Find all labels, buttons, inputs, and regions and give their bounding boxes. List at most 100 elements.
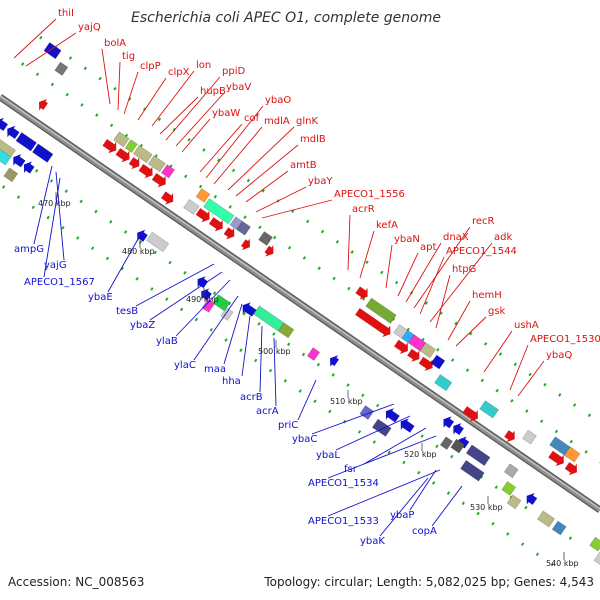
gene-label-tesb[interactable]: tesB — [116, 306, 138, 317]
gene-label-ybaw[interactable]: ybaW — [212, 108, 240, 119]
gene-label-ampg[interactable]: ampG — [14, 244, 44, 255]
gene-block[interactable] — [277, 322, 295, 339]
gene-block[interactable] — [419, 342, 437, 359]
gene-label-gsk[interactable]: gsk — [488, 306, 506, 317]
gene-block[interactable] — [371, 418, 392, 437]
reverse-gene-arrow[interactable] — [133, 227, 149, 244]
gene-block[interactable] — [195, 188, 211, 203]
gene-label-maa[interactable]: maa — [204, 364, 226, 375]
gene-label-ybac[interactable]: ybaC — [292, 434, 317, 445]
gene-block[interactable] — [146, 231, 170, 253]
forward-gene-arrow[interactable] — [263, 243, 278, 259]
gene-block[interactable] — [536, 510, 556, 528]
reverse-gene-arrow[interactable] — [194, 273, 210, 290]
gene-label-kefa[interactable]: kefA — [376, 220, 398, 231]
gene-label-mdla[interactable]: mdlA — [264, 116, 290, 127]
forward-gene-arrow[interactable] — [194, 206, 213, 225]
reverse-gene-arrow[interactable] — [3, 123, 21, 141]
gene-label-clpp[interactable]: clpP — [140, 61, 161, 72]
gene-block[interactable] — [506, 494, 522, 510]
forward-gene-arrow[interactable] — [137, 162, 156, 181]
gene-label-lon[interactable]: lon — [196, 60, 211, 71]
gene-label-yajq[interactable]: yajQ — [78, 22, 101, 33]
gene-block[interactable] — [132, 144, 153, 164]
reverse-gene-arrow[interactable] — [326, 352, 341, 368]
forward-gene-arrow[interactable] — [354, 284, 372, 302]
gene-label-apeco1-1544[interactable]: APECO1_1544 — [446, 246, 517, 257]
gene-label-ybap[interactable]: ybaP — [390, 510, 414, 521]
gene-block[interactable] — [593, 551, 600, 566]
gene-block[interactable] — [147, 155, 166, 173]
gene-label-hha[interactable]: hha — [222, 376, 241, 387]
gene-block[interactable] — [503, 463, 519, 479]
gene-block[interactable] — [15, 132, 37, 152]
gene-label-tig[interactable]: tig — [122, 51, 135, 62]
gene-label-clpx[interactable]: clpX — [168, 67, 190, 78]
reverse-gene-arrow[interactable] — [439, 413, 455, 430]
gene-label-glnk[interactable]: glnK — [296, 116, 318, 127]
reverse-gene-arrow[interactable] — [449, 420, 465, 437]
forward-gene-arrow[interactable] — [417, 354, 436, 373]
reverse-gene-arrow[interactable] — [382, 405, 401, 424]
gene-block[interactable] — [306, 347, 321, 361]
gene-block[interactable] — [253, 305, 285, 332]
gene-block[interactable] — [0, 136, 12, 166]
gene-label-apeco1-1530[interactable]: APECO1_1530 — [530, 334, 600, 345]
gene-block[interactable] — [365, 297, 397, 324]
gene-label-ybay[interactable]: ybaY — [308, 176, 333, 187]
gene-block[interactable] — [359, 405, 375, 420]
gene-block[interactable] — [479, 400, 499, 419]
forward-gene-arrow[interactable] — [222, 225, 238, 242]
gene-label-adk[interactable]: adk — [494, 232, 512, 243]
reverse-gene-arrow[interactable] — [397, 416, 416, 435]
gene-label-pric[interactable]: priC — [278, 420, 298, 431]
gene-label-bola[interactable]: bolA — [104, 38, 126, 49]
gene-label-fsr[interactable]: fsr — [344, 464, 358, 475]
forward-gene-arrow[interactable] — [239, 237, 254, 253]
gene-block[interactable] — [212, 294, 231, 312]
forward-gene-arrow[interactable] — [101, 137, 120, 156]
gene-block[interactable] — [430, 354, 446, 370]
gene-label-ybaq[interactable]: ybaQ — [546, 350, 572, 361]
gene-block[interactable] — [161, 164, 175, 179]
gene-block[interactable] — [236, 220, 251, 236]
gene-label-apeco1-1556[interactable]: APECO1_1556 — [334, 189, 405, 200]
gene-block[interactable] — [434, 374, 453, 392]
gene-block[interactable] — [0, 129, 16, 159]
reverse-gene-arrow[interactable] — [239, 300, 258, 319]
gene-block[interactable] — [501, 481, 517, 496]
gene-label-apeco1-1533[interactable]: APECO1_1533 — [308, 516, 379, 527]
gene-block[interactable] — [3, 167, 19, 183]
gene-label-htpg[interactable]: htpG — [452, 264, 476, 275]
gene-label-acrr[interactable]: acrR — [352, 204, 375, 215]
forward-gene-arrow[interactable] — [461, 404, 482, 425]
gene-label-ybao[interactable]: ybaO — [265, 95, 291, 106]
gene-label-yajg[interactable]: yajG — [44, 260, 67, 271]
reverse-gene-arrow[interactable] — [20, 159, 36, 176]
gene-label-usha[interactable]: ushA — [514, 320, 539, 331]
gene-block[interactable] — [32, 143, 54, 163]
reverse-gene-arrow[interactable] — [35, 96, 50, 112]
forward-gene-arrow[interactable] — [127, 155, 143, 172]
gene-block[interactable] — [203, 198, 235, 225]
gene-block[interactable] — [460, 459, 485, 482]
gene-label-ybae[interactable]: ybaE — [88, 292, 113, 303]
gene-label-acrb[interactable]: acrB — [240, 392, 263, 403]
gene-block[interactable] — [465, 444, 491, 467]
gene-label-thii[interactable]: thiI — [58, 8, 74, 19]
gene-block[interactable] — [564, 446, 581, 463]
gene-block[interactable] — [439, 436, 453, 450]
gene-block[interactable] — [522, 429, 537, 445]
gene-label-yban[interactable]: ybaN — [394, 234, 420, 245]
gene-label-ylac[interactable]: ylaC — [174, 360, 196, 371]
gene-block[interactable] — [450, 438, 466, 454]
gene-label-recr[interactable]: recR — [472, 216, 495, 227]
gene-label-hupb[interactable]: hupB — [200, 86, 226, 97]
forward-gene-arrow[interactable] — [207, 215, 226, 234]
reverse-gene-arrow[interactable] — [9, 151, 27, 169]
gene-block[interactable] — [551, 520, 567, 536]
forward-gene-arrow[interactable] — [159, 189, 177, 207]
forward-gene-arrow[interactable] — [547, 448, 568, 469]
gene-label-ylab[interactable]: ylaB — [156, 336, 178, 347]
gene-label-ybav[interactable]: ybaV — [226, 82, 251, 93]
